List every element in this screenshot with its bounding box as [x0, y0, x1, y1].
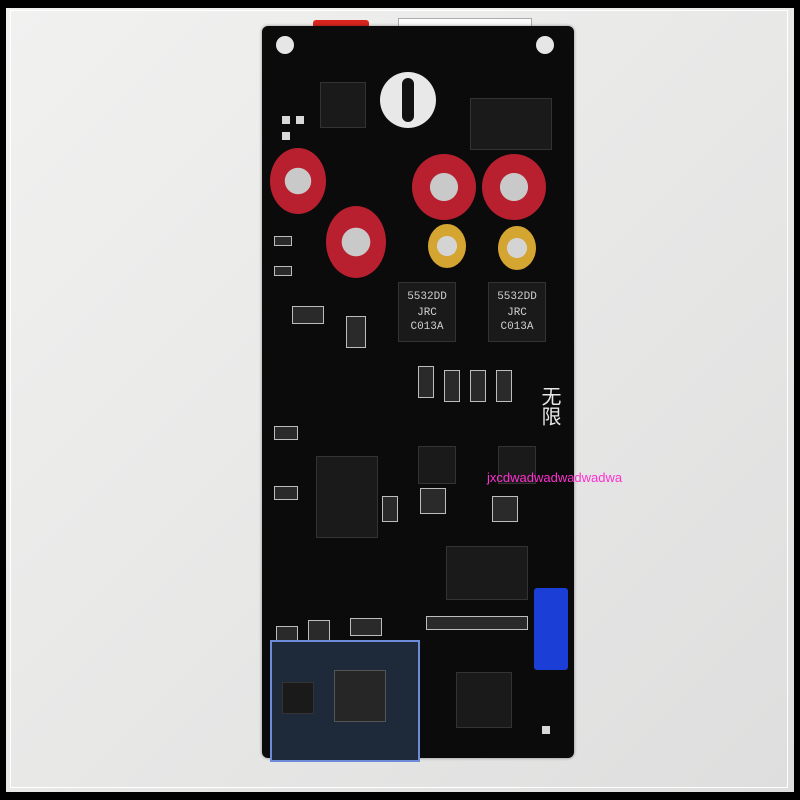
chip-marking: C013A — [410, 321, 444, 333]
smd-component — [418, 366, 434, 398]
solder-pad — [282, 132, 290, 140]
watermark-text: jxcdwadwadwadwadwa — [487, 470, 623, 485]
smd-component — [274, 236, 292, 246]
opamp-chip: 5532DD JRC C013A — [488, 282, 546, 342]
smd-component — [274, 266, 292, 276]
bluetooth-module — [270, 640, 420, 762]
capacitor — [326, 206, 386, 278]
small-chip — [418, 446, 456, 484]
smd-component — [292, 306, 324, 324]
smd-component — [444, 370, 460, 402]
silkscreen-circle — [380, 72, 436, 128]
frame-border — [10, 10, 788, 788]
smd-component — [492, 496, 518, 522]
smd-component — [308, 620, 330, 642]
smd-component — [274, 486, 298, 500]
smd-component — [420, 488, 446, 514]
opamp-chip: 5532DD JRC C013A — [398, 282, 456, 342]
chip-marking: JRC — [507, 307, 527, 319]
small-capacitor — [428, 224, 466, 268]
module-chip — [282, 682, 314, 714]
smd-component — [274, 426, 298, 440]
solder-pad — [542, 726, 550, 734]
small-chip — [498, 446, 536, 484]
chip-marking: JRC — [417, 307, 437, 319]
controller-chip — [456, 672, 512, 728]
capacitor — [412, 154, 476, 220]
smd-component — [496, 370, 512, 402]
capacitor — [270, 148, 326, 214]
solder-pad — [282, 116, 290, 124]
circuit-board: 5532DD JRC C013A 5532DD JRC C013A 无限 — [262, 26, 574, 758]
capacitor — [482, 154, 546, 220]
mounting-hole — [276, 36, 294, 54]
chip-marking: C013A — [500, 321, 534, 333]
chip-marking: 5532DD — [407, 291, 447, 303]
chip-marking: 5532DD — [497, 291, 537, 303]
small-capacitor — [498, 226, 536, 270]
power-chip — [470, 98, 552, 150]
resistor-row — [426, 616, 528, 630]
silkscreen-text: 无限 — [538, 386, 560, 426]
blue-connector — [534, 588, 568, 670]
solder-pad — [296, 116, 304, 124]
mounting-hole — [536, 36, 554, 54]
module-chip — [334, 670, 386, 722]
smd-component — [346, 316, 366, 348]
smd-component — [470, 370, 486, 402]
dac-chip — [316, 456, 378, 538]
processor-chip — [446, 546, 528, 600]
smd-component — [382, 496, 398, 522]
smd-component — [350, 618, 382, 636]
regulator-chip — [320, 82, 366, 128]
